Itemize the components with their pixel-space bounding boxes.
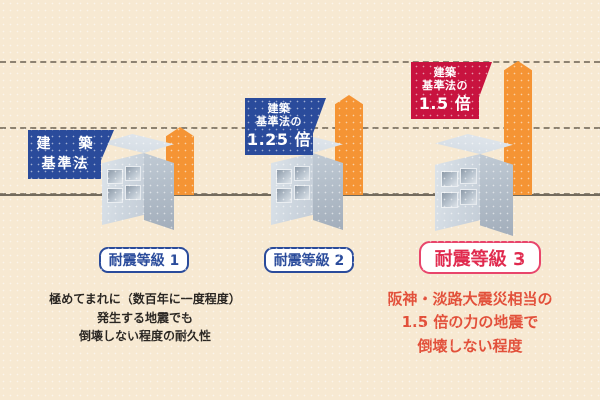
caption-3-line3: 倒壊しない程度 [417,336,523,355]
grade-pill-2[interactable]: 耐震等級 2 [264,247,354,273]
caption-1-line2: 発生する地震でも [96,310,193,325]
building-2-side-face [313,153,343,230]
grade-pill-3-label: 耐震等級 3 [434,248,526,270]
building-2-window [277,189,291,202]
building-1-window [126,186,140,199]
flag-label-3-notch [479,62,492,98]
grade-pill-1[interactable]: 耐震等級 1 [99,247,189,273]
building-1-window [108,189,122,202]
grade-pill-1-label: 耐震等級 1 [108,253,180,269]
building-1-side-face [144,153,174,230]
building-3-window [461,190,476,204]
building-1-window [108,170,122,183]
flag-label-1: 建 築 基準法 [28,130,114,179]
flag-label-3-line1: 建築 [433,66,457,79]
flag-label-3-line2: 基準法の [422,79,468,93]
caption-3-line1: 阪神・淡路大震災相当の [387,290,553,308]
building-2-window [295,186,309,199]
flag-label-2-line3: 1.25 倍 [246,129,312,149]
flag-label-3: 建築 基準法の 1.5 倍 [411,62,492,119]
flag-label-1-line1: 建 築 [36,136,100,152]
caption-3-line2: 1.5 倍の力の地震で [401,313,539,332]
caption-1-line1: 極めてまれに（数百年に一度程度） [49,292,241,306]
building-3-window [442,172,457,186]
flag-label-2-line2: 基準法の [256,115,302,129]
grade-pill-3[interactable]: 耐震等級 3 [419,241,541,274]
caption-3: 阪神・淡路大震災相当の 1.5 倍の力の地震で 倒壊しない程度 [345,288,595,358]
flag-label-1-line2: 基準法 [41,156,90,173]
building-3-window [442,193,457,207]
building-2-window [277,170,291,183]
caption-1: 極めてまれに（数百年に一度程度） 発生する地震でも 倒壊しない程度の耐久性 [10,290,280,346]
flag-label-2-line1: 建築 [267,102,291,115]
flag-label-3-line3: 1.5 倍 [418,93,472,113]
building-3-window [461,169,476,183]
building-1 [92,134,184,240]
flag-label-2: 建築 基準法の 1.25 倍 [245,98,326,155]
building-1-window [126,167,140,180]
grade-pill-2-label: 耐震等級 2 [273,253,345,269]
building-2-window [295,167,309,180]
caption-1-line3: 倒壊しない程度の耐久性 [78,329,211,344]
building-3 [425,134,523,246]
building-3-side-face [480,154,513,236]
